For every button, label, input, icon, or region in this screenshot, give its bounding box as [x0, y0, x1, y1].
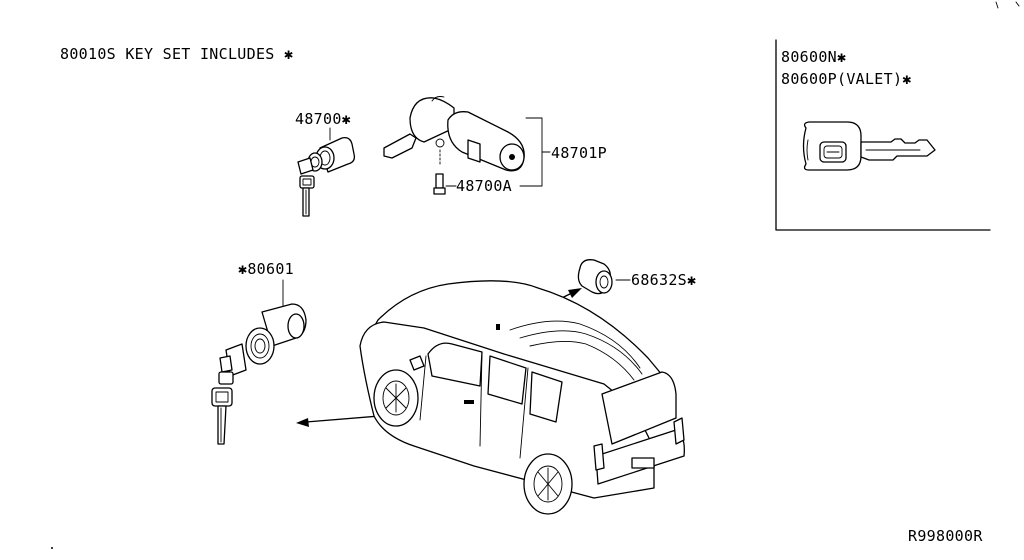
hatch-lock-cylinder-icon [577, 259, 613, 295]
reference-code: R998000R [908, 527, 983, 545]
license-plate [631, 457, 655, 469]
suv-vehicle-icon [359, 280, 685, 515]
key-set-label: 80010S KEY SET INCLUDES ✱ [60, 45, 293, 63]
key-blank-label-1: 80600N✱ [781, 48, 846, 66]
ignition-housing-icon [383, 96, 525, 172]
door-handle [464, 400, 474, 404]
door-lock-label: ✱80601 [238, 260, 294, 278]
ignition-cylinder-icon [297, 136, 356, 217]
screw-icon [433, 149, 446, 195]
corner-mark [995, 1, 999, 9]
ignition-housing-group: 48701P 48700A [383, 96, 607, 195]
side-mirror [409, 355, 425, 371]
corner-mark [1015, 1, 1020, 7]
key-blank-inset: 80600N✱ 80600P(VALET)✱ [775, 39, 991, 231]
door-lock-group: ✱80601 [211, 260, 307, 445]
dot-mark [51, 547, 53, 549]
hatch-lock-group: 68632S✱ [577, 259, 696, 295]
hatch-lock-label: 68632S✱ [631, 271, 696, 289]
ignition-housing-label: 48701P [551, 144, 607, 162]
hatch-keyhole [496, 324, 500, 330]
door-lock-cylinder-icon [211, 303, 307, 445]
ignition-cylinder-group: 48700✱ [295, 110, 356, 217]
inset-border [775, 39, 991, 231]
key-blank-label-2: 80600P(VALET)✱ [781, 70, 912, 88]
key-blank-icon [802, 121, 936, 171]
ignition-cylinder-label: 48700✱ [295, 110, 351, 128]
screw-label: 48700A [456, 177, 512, 195]
